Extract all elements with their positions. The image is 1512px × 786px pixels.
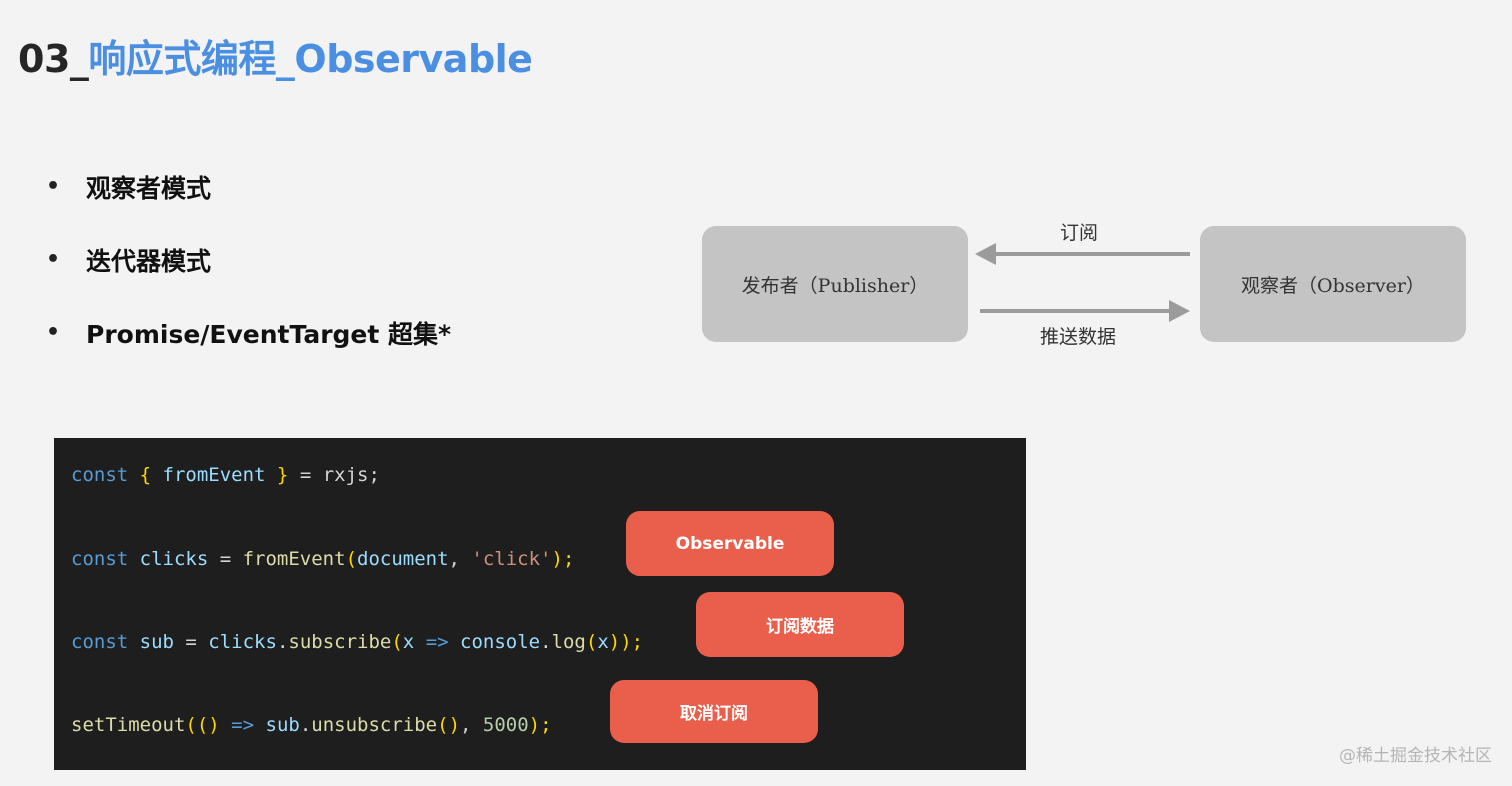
callout-unsubscribe-label: 取消订阅: [680, 704, 748, 724]
publisher-box: 发布者（Publisher）: [702, 226, 968, 342]
bullet-text: 迭代器模式: [86, 246, 212, 276]
watermark: @稀土掘金技术社区: [1339, 746, 1492, 766]
publisher-label: 发布者（Publisher）: [741, 274, 929, 297]
bullet-dot-icon: •: [46, 174, 61, 199]
bullet-text: Promise/EventTarget 超集*: [86, 319, 452, 349]
bullet-dot-icon: •: [46, 247, 61, 272]
bullet-item-superset: • Promise/EventTarget 超集*: [46, 296, 451, 369]
title-number: 03_: [18, 37, 89, 81]
code-line-unsubscribe: setTimeout(() => sub.unsubscribe(), 5000…: [71, 714, 552, 736]
callout-observable-label: Observable: [675, 533, 785, 554]
code-line-subscribe: const sub = clicks.subscribe(x => consol…: [71, 631, 644, 653]
subscribe-arrow-label: 订阅: [1060, 222, 1099, 244]
observer-box: 观察者（Observer）: [1200, 226, 1466, 342]
push-arrow-icon: [980, 300, 1190, 322]
code-line-clicks: const clicks = fromEvent(document, 'clic…: [71, 548, 575, 570]
code-line-import: const { fromEvent } = rxjs;: [71, 464, 380, 486]
subscribe-arrow-icon: [975, 243, 1190, 265]
page-title: 03_响应式编程_Observable: [18, 28, 533, 83]
callout-subscribe: 订阅数据: [696, 592, 904, 657]
callout-observable: Observable: [626, 511, 834, 576]
bullet-item-iterator-pattern: • 迭代器模式: [46, 223, 451, 296]
bullet-list: • 观察者模式 • 迭代器模式 • Promise/EventTarget 超集*: [46, 150, 451, 369]
bullet-dot-icon: •: [46, 320, 61, 345]
callout-subscribe-label: 订阅数据: [766, 617, 834, 637]
bullet-item-observer-pattern: • 观察者模式: [46, 150, 451, 223]
title-text: 响应式编程_Observable: [88, 37, 533, 81]
callout-unsubscribe: 取消订阅: [610, 680, 818, 743]
push-arrow-label: 推送数据: [1040, 326, 1117, 348]
bullet-text: 观察者模式: [86, 173, 212, 203]
observer-label: 观察者（Observer）: [1241, 274, 1425, 297]
